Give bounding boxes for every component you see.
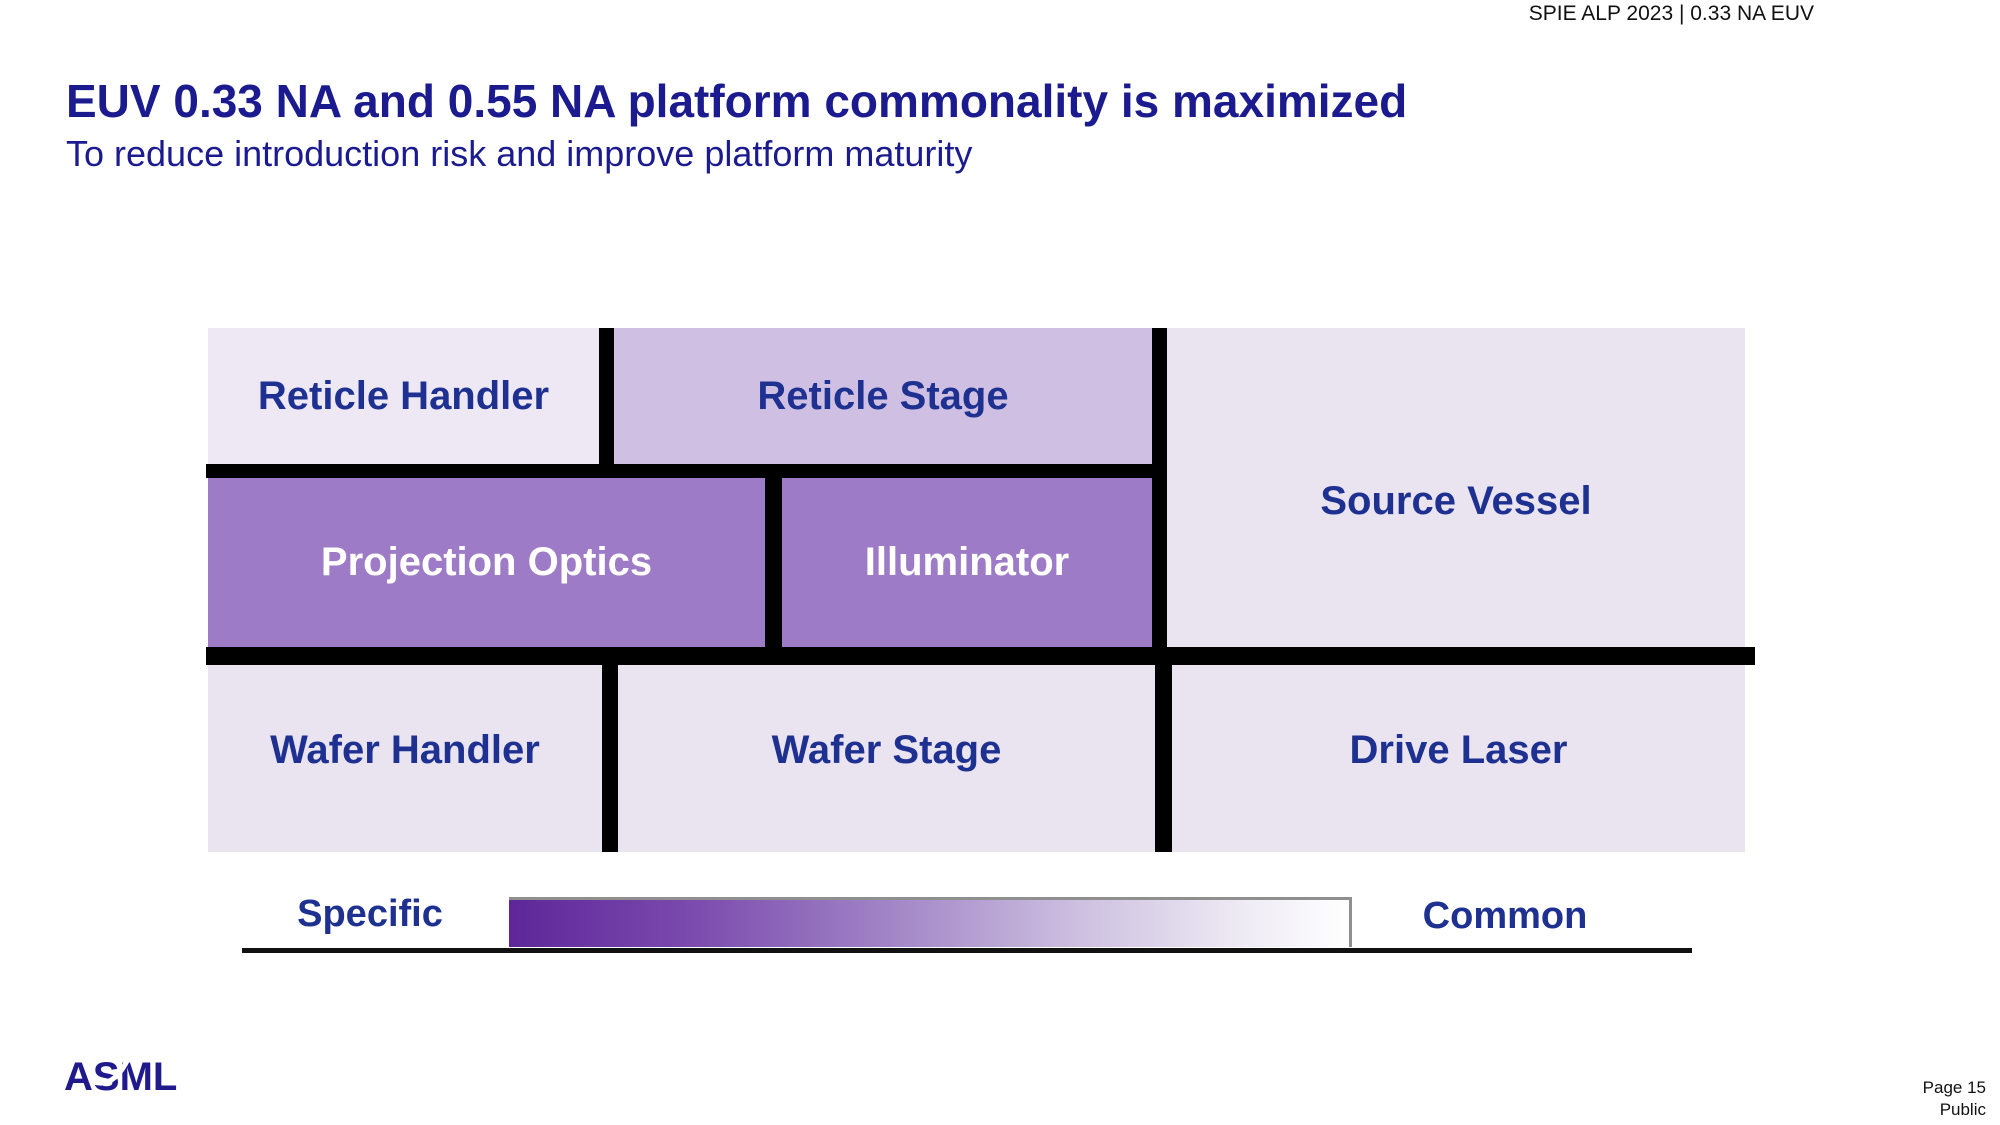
block-reticle-handler: Reticle Handler [208,328,599,464]
divider-vertical-source [1152,328,1167,665]
footer-meta: Page 15 Public [1923,1077,1986,1121]
classification-label: Public [1939,1100,1986,1119]
legend-specific-label: Specific [297,893,443,935]
page-subtitle: To reduce introduction risk and improve … [66,133,973,174]
asml-swoosh-icon [91,1058,130,1086]
block-projection-optics: Projection Optics [208,478,765,647]
block-label: Illuminator [864,540,1070,584]
asml-logo: ASML [64,1055,184,1101]
block-drive-laser: Drive Laser [1172,665,1745,852]
block-wafer-stage: Wafer Stage [618,665,1155,852]
header-meta: SPIE ALP 2023 | 0.33 NA EUV [1528,2,1814,25]
page-title: EUV 0.33 NA and 0.55 NA platform commona… [66,75,1408,127]
divider-vertical-reticle [599,328,614,478]
block-label: Drive Laser [1349,728,1568,772]
block-label: Source Vessel [1320,478,1592,523]
page-number: Page 15 [1922,1078,1986,1097]
block-label: Wafer Stage [771,728,1002,772]
block-label: Reticle Handler [257,373,550,418]
block-label: Wafer Handler [270,728,540,772]
divider-vertical-optics [765,478,782,647]
divider-vertical-laser [1155,647,1172,852]
block-reticle-stage: Reticle Stage [614,328,1152,464]
legend-common-label: Common [1422,895,1588,937]
commonality-gradient-bar [509,897,1352,947]
divider-horizontal-upper [206,464,1152,478]
divider-horizontal-lower [206,647,1755,665]
asml-logo-text: ASML [64,1055,178,1099]
block-source-vessel: Source Vessel [1167,328,1745,648]
block-label: Reticle Stage [757,373,1009,418]
block-wafer-handler: Wafer Handler [208,665,602,852]
divider-vertical-wafer [602,647,618,852]
block-label: Projection Optics [320,540,653,584]
legend-axis-line [242,948,1692,953]
block-illuminator: Illuminator [782,478,1152,647]
